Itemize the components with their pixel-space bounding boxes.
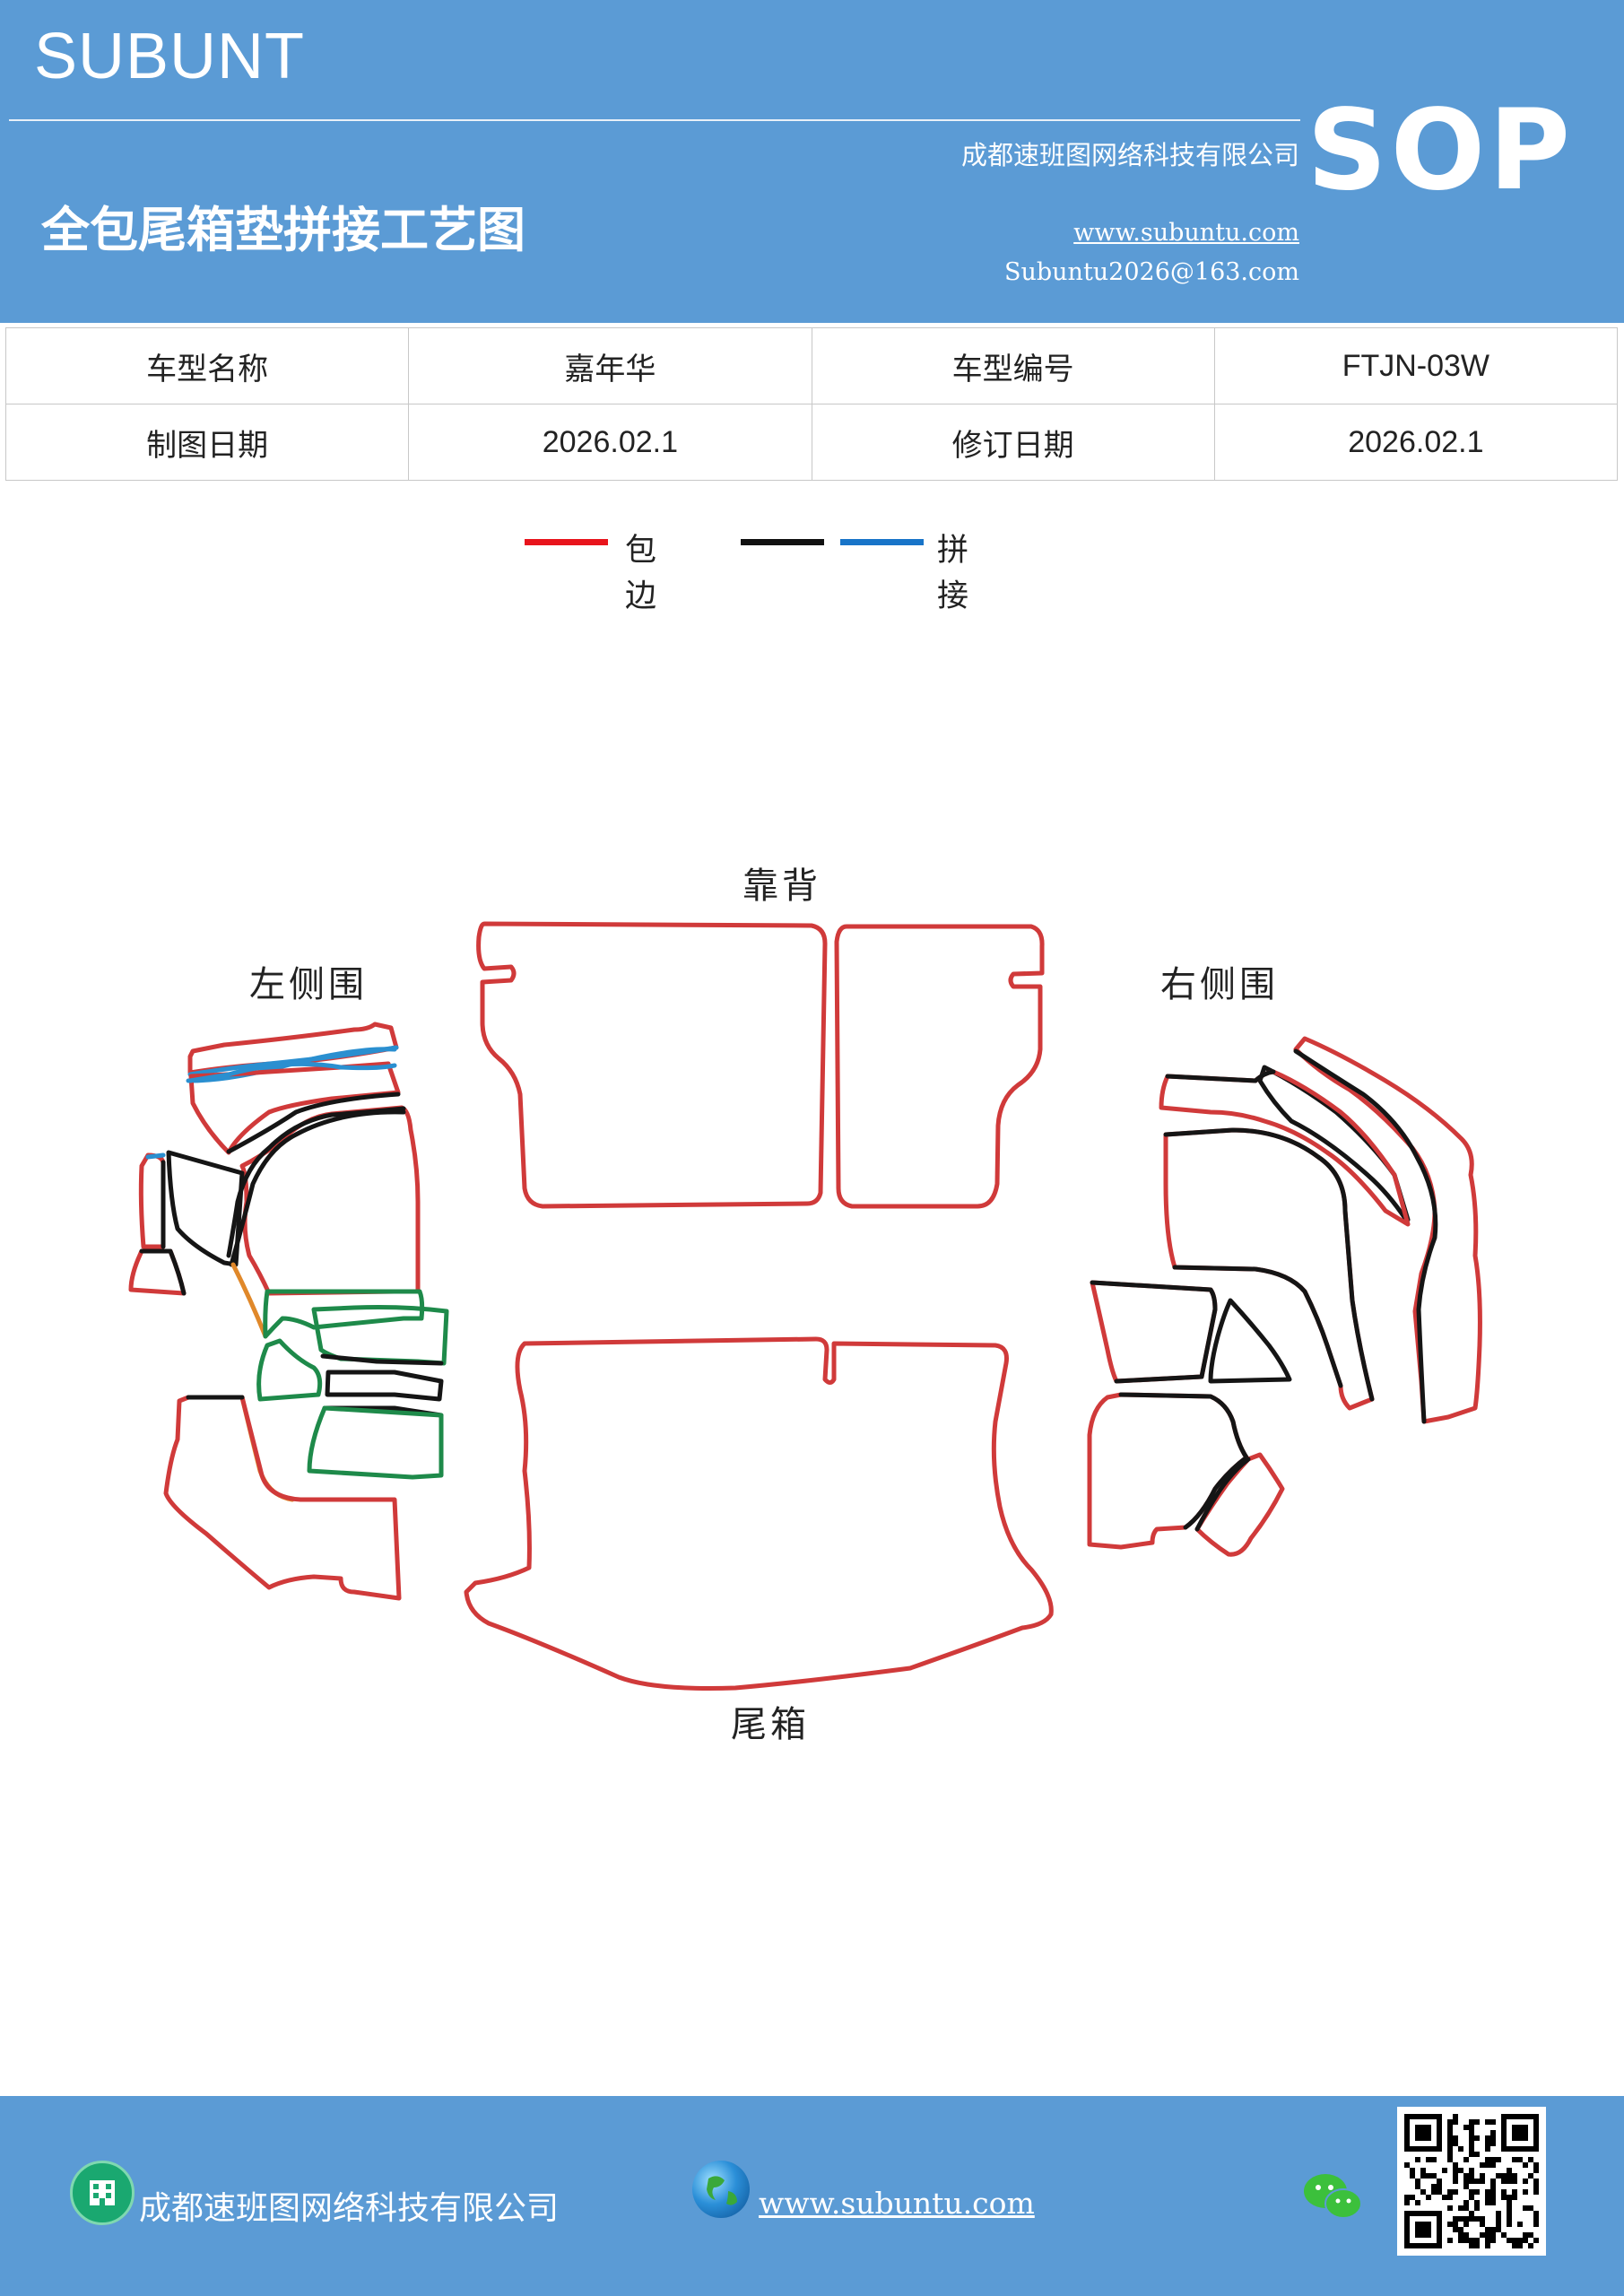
qr-code-icon	[1397, 2107, 1546, 2256]
vehicle-info-table: 车型名称 嘉年华 车型编号 FTJN-03W 制图日期 2026.02.1 修订…	[4, 327, 1619, 481]
left-green-rect-3	[307, 1405, 444, 1480]
left-inner-seam-2	[229, 1109, 406, 1267]
backrest-right-panel	[834, 924, 1045, 1209]
right-quarter-seam	[1165, 1069, 1276, 1083]
left-side-label: 左侧围	[249, 964, 368, 1005]
left-black-band-1	[320, 1353, 444, 1366]
right-lower-seam	[1118, 1392, 1249, 1530]
legend-seam-swatch	[840, 539, 924, 545]
right-outer-strip	[1293, 1036, 1482, 1424]
backrest-label: 靠背	[743, 865, 821, 907]
backrest-left-panel	[476, 921, 828, 1209]
footer-website-link[interactable]: www.subuntu.com	[759, 2186, 1035, 2221]
revision-date-label: 修订日期	[811, 404, 1215, 481]
model-name-label: 车型名称	[4, 327, 410, 404]
wechat-icon[interactable]	[1302, 2170, 1365, 2223]
left-upper-black-seam	[226, 1091, 401, 1154]
table-row: 制图日期 2026.02.1 修订日期 2026.02.1	[4, 404, 1619, 481]
left-orange-seam-1	[230, 1262, 268, 1339]
right-small-quad-seam	[1090, 1280, 1218, 1384]
trunk-mat-diagram	[128, 921, 1482, 1691]
footer-company-name: 成都速班图网络科技有限公司	[139, 2190, 560, 2227]
right-side-label: 右侧围	[1160, 964, 1279, 1005]
legend-edge-label: 包边	[625, 533, 657, 614]
document-title: 全包尾箱垫拼接工艺图	[41, 202, 525, 258]
building-icon	[70, 2161, 135, 2225]
header-divider	[9, 119, 1300, 121]
right-arch-inner	[1172, 1265, 1343, 1388]
right-lower-panel	[1087, 1392, 1249, 1550]
left-second-blue	[187, 1061, 397, 1083]
model-name-value: 嘉年华	[408, 327, 812, 404]
model-code-value: FTJN-03W	[1213, 327, 1619, 404]
legend-edge-swatch	[525, 539, 608, 545]
right-arch-seam	[1163, 1127, 1375, 1402]
left-green-rect-2	[311, 1305, 449, 1366]
header-banner: SUBUNT 成都速班图网络科技有限公司 全包尾箱垫拼接工艺图 www.subu…	[0, 0, 1624, 323]
left-narrow-strip	[138, 1152, 166, 1249]
left-green-triangle	[256, 1338, 323, 1402]
right-outer-seam	[1293, 1048, 1438, 1424]
trunk-label: 尾箱	[731, 1704, 810, 1745]
trunk-floor-panel	[464, 1336, 1054, 1691]
sop-badge: SOP	[1307, 86, 1574, 215]
table-row: 车型名称 嘉年华 车型编号 FTJN-03W	[4, 327, 1619, 404]
header-company-name: 成都速班图网络科技有限公司	[960, 140, 1299, 170]
model-code-label: 车型编号	[811, 327, 1215, 404]
left-lower-panel	[163, 1395, 402, 1601]
legend-seam-label: 拼接	[937, 533, 969, 614]
left-black-band-2	[325, 1370, 444, 1402]
header-email: Subuntu2026@163.com	[1004, 258, 1299, 286]
draw-date-value: 2026.02.1	[408, 404, 812, 481]
left-pocket	[166, 1150, 245, 1267]
footer-banner: 成都速班图网络科技有限公司 www.subuntu.com	[0, 2096, 1624, 2296]
left-green-rect-1	[263, 1289, 425, 1339]
globe-icon	[692, 2161, 750, 2218]
left-small-triangle-seam	[139, 1248, 187, 1296]
left-quarter-panel	[239, 1105, 421, 1296]
header-website-link[interactable]: www.subuntu.com	[1073, 219, 1299, 247]
brand-logo-text: SUBUNT	[34, 21, 306, 92]
legend-black-swatch	[741, 539, 824, 545]
right-wedge-seam	[1194, 1457, 1251, 1532]
left-narrow-blue	[145, 1152, 166, 1160]
draw-date-label: 制图日期	[4, 404, 410, 481]
right-quarter-panel	[1159, 1069, 1411, 1227]
right-small-quad	[1090, 1280, 1218, 1384]
revision-date-value: 2026.02.1	[1213, 404, 1619, 481]
right-small-triangle	[1208, 1298, 1292, 1384]
left-middle-strip	[188, 1061, 401, 1155]
right-middle-strip	[1257, 1065, 1411, 1222]
